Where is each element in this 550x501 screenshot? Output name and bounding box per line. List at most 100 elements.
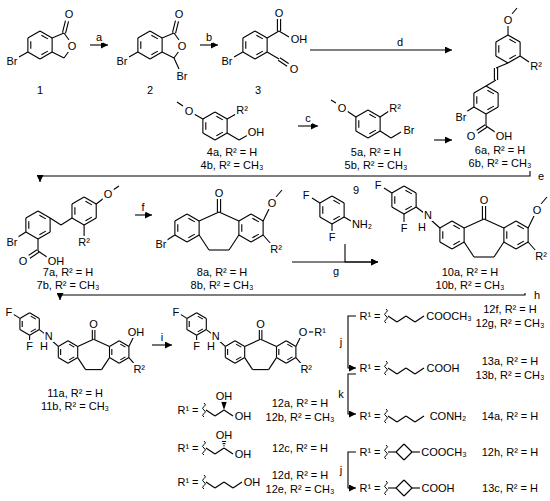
atom-label: O <box>267 197 278 209</box>
bond-line <box>30 41 31 48</box>
bond-line <box>252 234 258 238</box>
bond-line <box>482 206 483 219</box>
bond-line <box>138 52 150 59</box>
bond-line <box>174 51 179 58</box>
bond-line <box>119 341 129 347</box>
atom-label: H <box>39 340 49 352</box>
bond-line <box>189 321 190 327</box>
bond-line <box>396 452 404 460</box>
bond-line <box>474 86 486 93</box>
compound-box: R¹ =12a, R² = H12b, R² = CH₃ <box>172 392 340 428</box>
bond-line <box>245 358 253 370</box>
bond-line <box>206 448 215 454</box>
bond-line <box>253 369 269 370</box>
bond-line <box>167 235 175 240</box>
compound-box: R¹ =12c, R² = H <box>172 430 340 464</box>
atom-label: R² <box>534 250 548 262</box>
compound-label: 12e, R² = CH₃ <box>265 483 336 495</box>
bond-line <box>277 358 287 364</box>
bond-line <box>120 344 125 347</box>
bond-line <box>206 318 207 329</box>
bond-line <box>225 346 226 357</box>
bond-line <box>119 358 129 364</box>
bond-line <box>331 100 336 103</box>
bond-line <box>50 218 51 232</box>
atom-label: O <box>289 63 300 75</box>
bond-line <box>197 313 207 319</box>
compound-label: 12f, R² = H <box>482 303 538 315</box>
bond-line <box>243 52 255 59</box>
bond-line <box>332 196 344 203</box>
bond-line <box>187 330 197 336</box>
atom-label: R² <box>299 363 313 375</box>
bond-line <box>504 221 516 228</box>
bond-line <box>186 318 187 329</box>
reaction-arrow <box>434 139 452 140</box>
bond-line <box>287 344 292 347</box>
atom-label: F <box>4 306 13 318</box>
bond-line <box>508 56 520 63</box>
reaction-arrow <box>310 49 452 50</box>
bond-line <box>241 224 242 231</box>
bond-line <box>397 316 406 322</box>
bond-line <box>26 232 38 239</box>
bond-line <box>202 119 203 133</box>
bond-line <box>94 329 95 339</box>
atom-label: R² <box>132 363 146 375</box>
bond-line <box>176 21 179 33</box>
compound-label: 10b, R² = CH₃ <box>435 279 506 291</box>
bond-line <box>509 39 515 43</box>
bond-line <box>404 480 412 488</box>
compound-label: 12g, R² = CH₃ <box>475 317 546 329</box>
bond-line <box>77 346 78 357</box>
atom-label: F <box>374 179 383 191</box>
bond-line <box>28 31 40 38</box>
bond-line <box>415 368 424 374</box>
bond-line <box>486 126 495 132</box>
bond-line <box>397 416 406 422</box>
bond-line <box>188 234 194 238</box>
atom-label: R² <box>529 60 543 72</box>
bond-line <box>28 221 29 228</box>
substituent-label: R¹ = <box>358 446 381 458</box>
bond-line <box>396 480 404 488</box>
atom-label: COOCH₃ <box>425 310 472 322</box>
bond-line <box>174 33 179 40</box>
compound-label: 13c, R² = H <box>481 482 539 494</box>
reagent-letter: e <box>537 170 545 182</box>
bond-line <box>58 341 68 347</box>
bond-line <box>516 242 528 249</box>
compound-label: 4b, R² = CH₃ <box>200 159 265 171</box>
bond-line <box>333 200 339 204</box>
bond-line <box>78 358 86 370</box>
bond-line <box>52 33 64 38</box>
bond-line <box>486 86 498 93</box>
bond-line <box>84 197 96 204</box>
atom-label: O <box>177 40 188 52</box>
bond-line <box>236 344 241 347</box>
atom-label: Br <box>221 55 234 67</box>
bond-line <box>251 235 263 242</box>
atom-label: COOH <box>426 362 461 374</box>
bond-line <box>403 214 404 222</box>
bond-line <box>391 193 392 207</box>
bond-line <box>397 368 406 374</box>
bond-line <box>239 235 251 242</box>
bond-line <box>150 52 162 59</box>
bond-line <box>478 127 487 133</box>
bond-line <box>498 93 499 107</box>
bond-line <box>369 130 375 134</box>
atom-label: O <box>532 204 543 216</box>
bond-line <box>92 329 93 339</box>
bond-line <box>244 346 245 357</box>
atom-label: Br <box>116 55 129 67</box>
bond-line <box>174 221 175 235</box>
bond-line <box>322 206 323 213</box>
atom-label: O <box>274 7 285 19</box>
bond-line <box>486 80 496 86</box>
reagent-letter: c <box>304 112 312 124</box>
bond-line <box>242 38 243 52</box>
bond-line <box>39 231 45 235</box>
bond-line <box>18 232 26 237</box>
compound-label: 4a, R² = H <box>206 146 258 158</box>
